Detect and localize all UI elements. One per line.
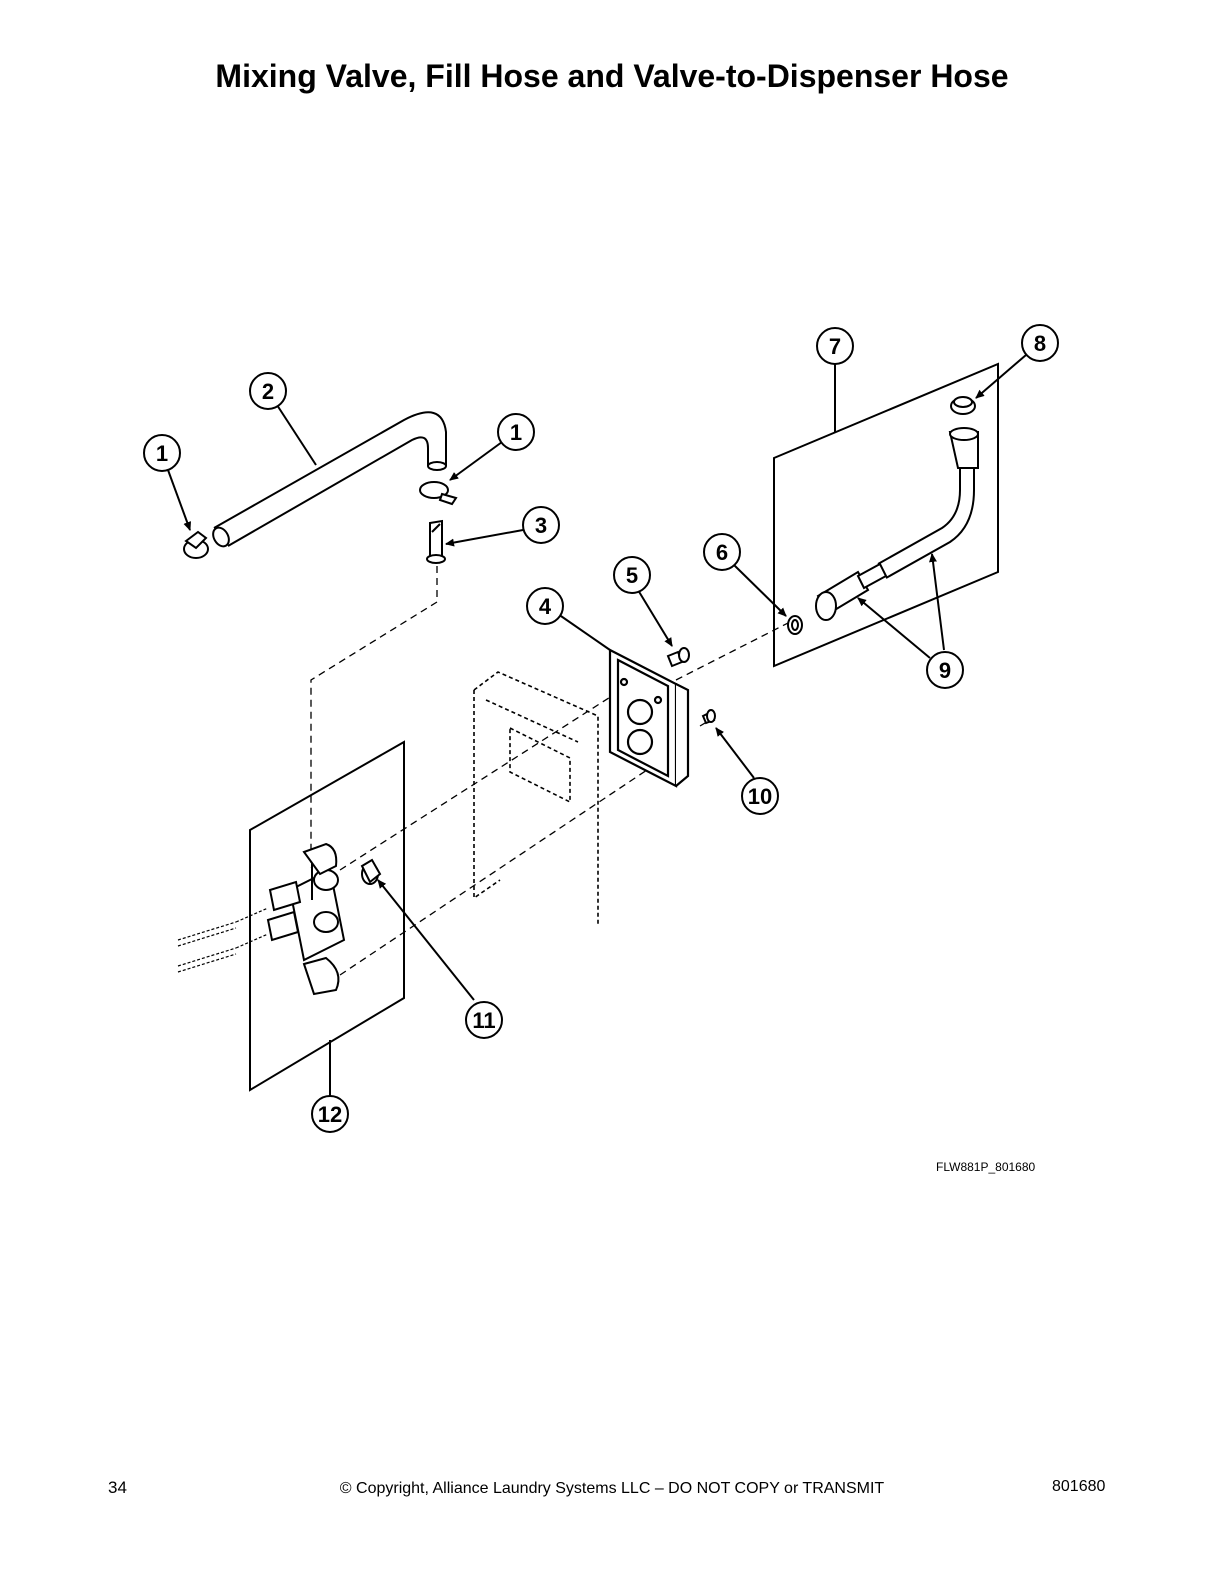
svg-text:10: 10 bbox=[748, 784, 772, 809]
callout-5: 5 bbox=[613, 556, 651, 594]
alignment-lines bbox=[310, 566, 791, 976]
page-title: Mixing Valve, Fill Hose and Valve-to-Dis… bbox=[215, 58, 1009, 94]
svg-text:9: 9 bbox=[939, 658, 951, 683]
svg-text:5: 5 bbox=[626, 563, 638, 588]
svg-text:11: 11 bbox=[472, 1008, 495, 1033]
cabinet-panel bbox=[473, 671, 599, 924]
fitting bbox=[360, 858, 382, 885]
wire-harness bbox=[177, 907, 269, 973]
svg-text:8: 8 bbox=[1034, 331, 1046, 356]
washer bbox=[787, 615, 803, 635]
leader-lines bbox=[167, 354, 1027, 1096]
valve-bracket bbox=[608, 648, 690, 788]
mixing-valve bbox=[266, 842, 346, 996]
callout-10: 10 bbox=[741, 777, 779, 815]
callout-7: 7 bbox=[816, 327, 854, 365]
hose-clamp-right bbox=[419, 481, 458, 506]
screw-10 bbox=[701, 709, 716, 725]
callout-3: 3 bbox=[522, 506, 560, 544]
valve-to-dispenser-hose bbox=[815, 427, 979, 621]
callout-11: 11 bbox=[465, 1001, 503, 1039]
svg-text:1: 1 bbox=[510, 420, 522, 445]
mixing-valve-panel bbox=[249, 740, 405, 1092]
callout-4: 4 bbox=[526, 587, 564, 625]
svg-text:12: 12 bbox=[318, 1102, 342, 1127]
callout-2: 2 bbox=[249, 372, 287, 410]
hose-kit-panel bbox=[773, 362, 999, 668]
svg-text:2: 2 bbox=[262, 379, 274, 404]
callout-1-right: 1 bbox=[497, 413, 535, 451]
callout-9: 9 bbox=[926, 651, 964, 689]
svg-text:7: 7 bbox=[829, 334, 841, 359]
fill-hose bbox=[212, 411, 447, 548]
svg-text:1: 1 bbox=[156, 441, 168, 466]
svg-text:4: 4 bbox=[539, 594, 552, 619]
svg-text:3: 3 bbox=[535, 513, 547, 538]
callout-6: 6 bbox=[703, 533, 741, 571]
page-number: 34 bbox=[108, 1478, 127, 1497]
callout-8: 8 bbox=[1021, 324, 1059, 362]
callout-12: 12 bbox=[311, 1095, 349, 1133]
fill-nozzle bbox=[426, 519, 446, 564]
document-number: 801680 bbox=[1052, 1478, 1106, 1495]
svg-text:6: 6 bbox=[716, 540, 728, 565]
callout-1-left: 1 bbox=[143, 434, 181, 472]
drawing-code: FLW881P_801680 bbox=[936, 1160, 1036, 1174]
filter-screen bbox=[950, 396, 976, 415]
hose-clamp-left bbox=[183, 530, 209, 559]
screw-5 bbox=[666, 647, 690, 668]
copyright-notice: © Copyright, Alliance Laundry Systems LL… bbox=[339, 1480, 885, 1497]
